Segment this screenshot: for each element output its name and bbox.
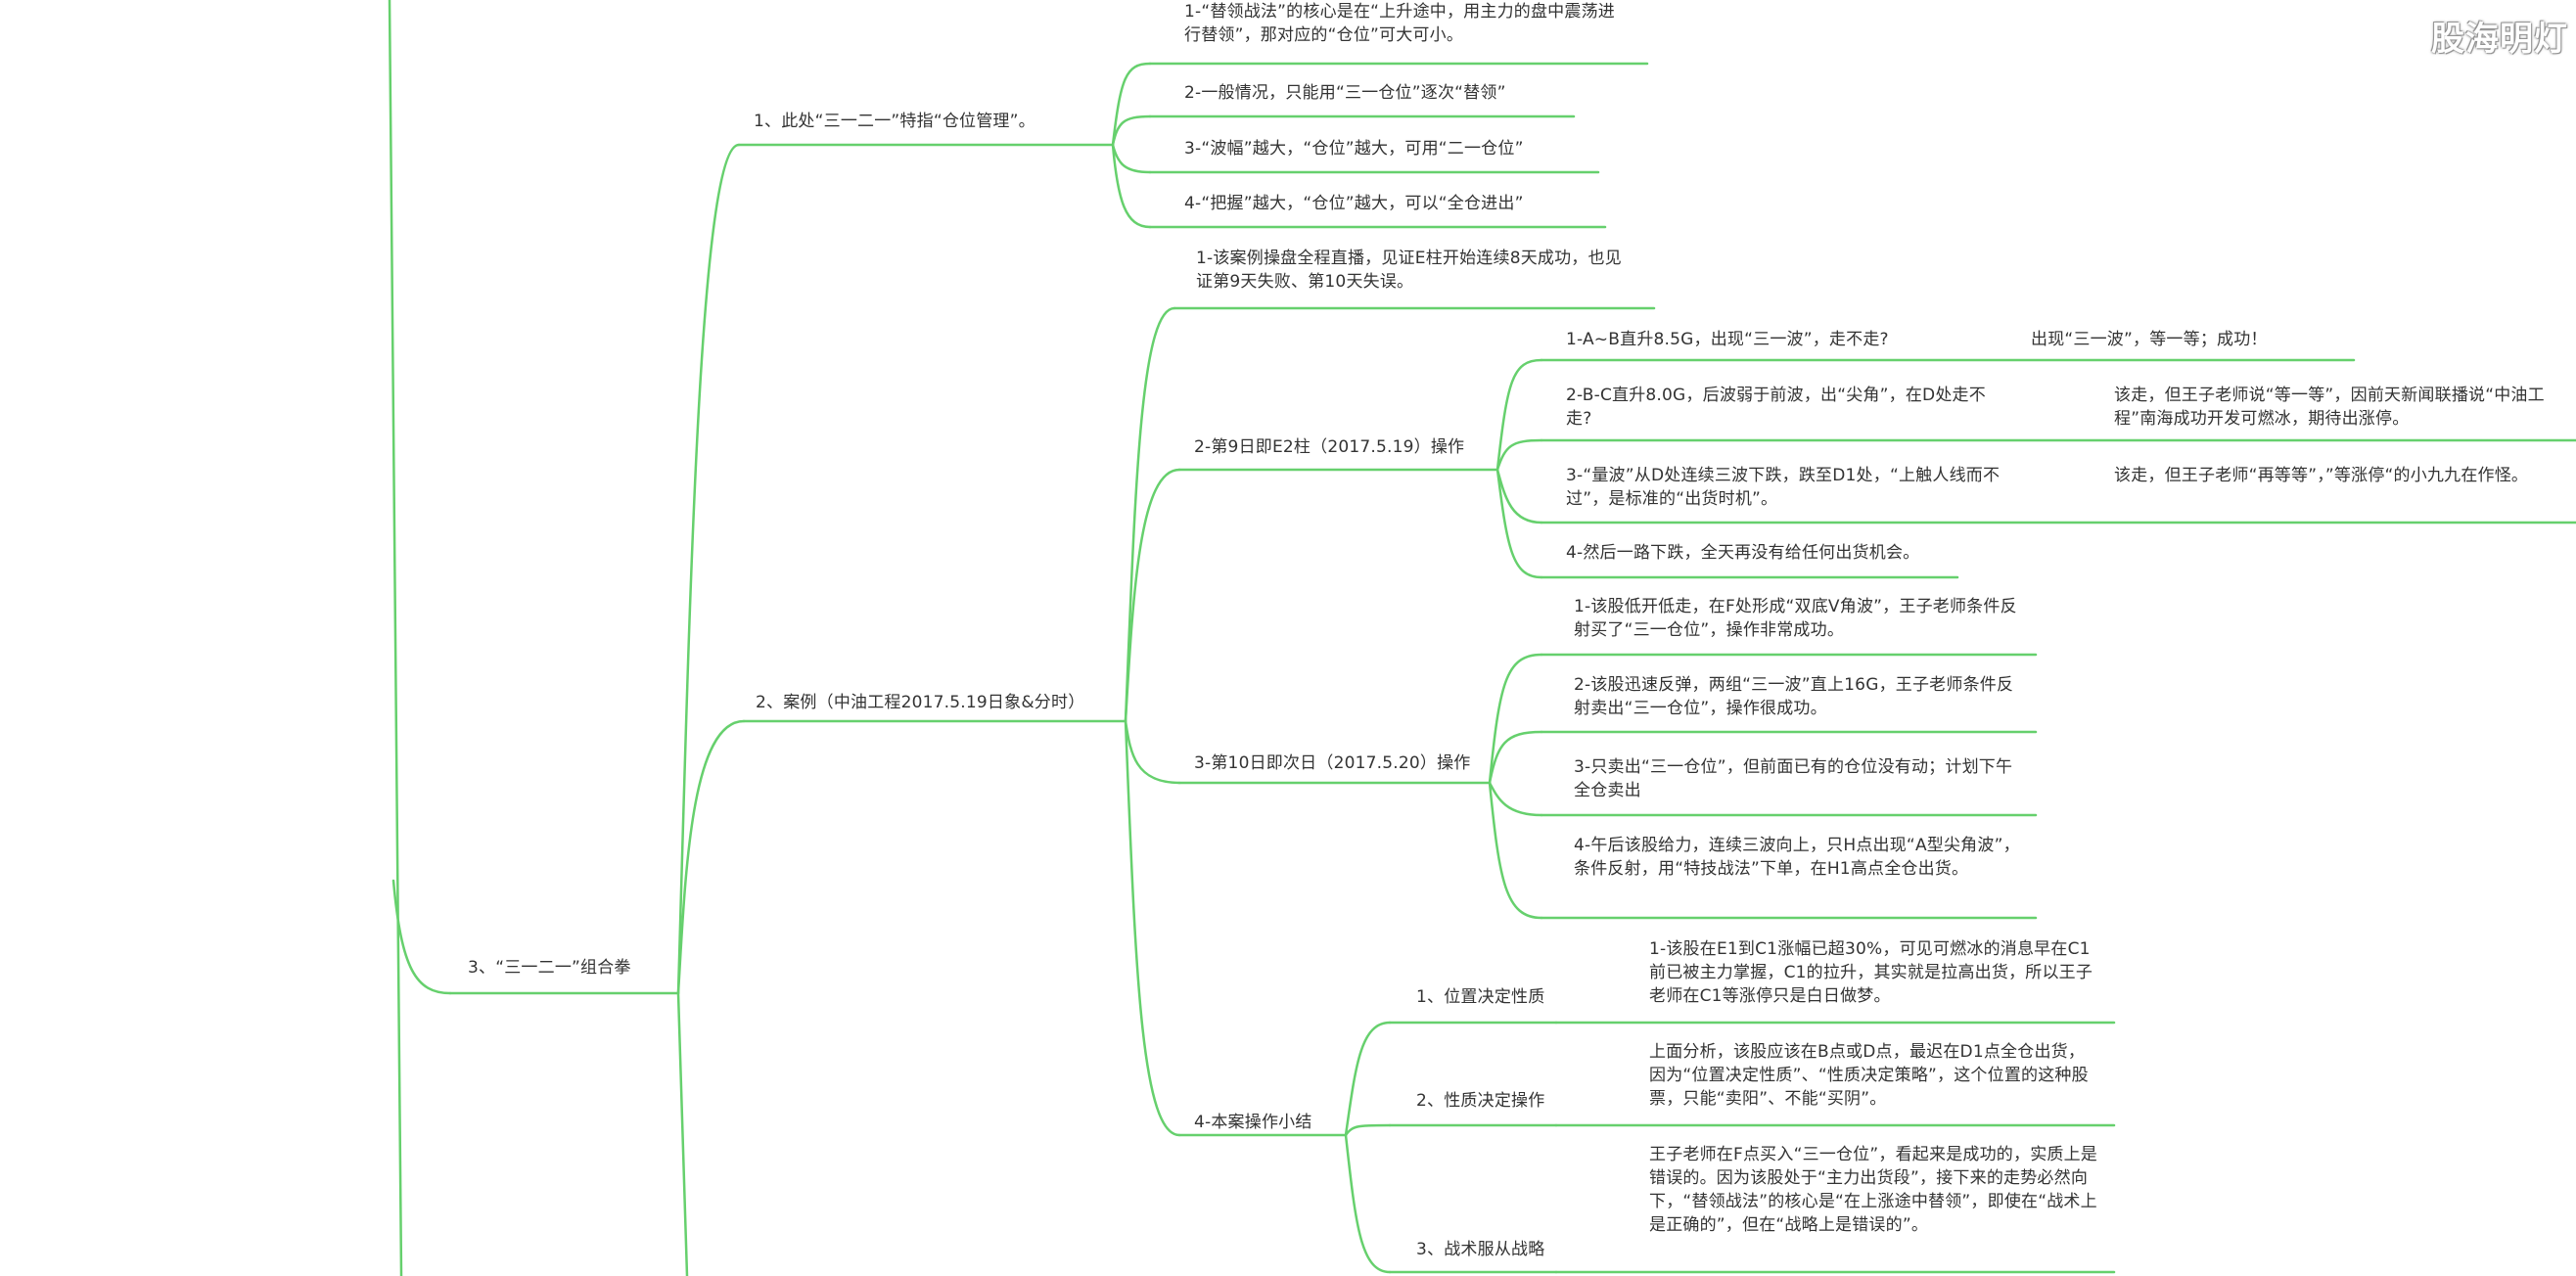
note-9-3: 该走，但王子老师“再等等”，”等涨停“的小九九在作怪。 — [2114, 466, 2529, 485]
connector-root-down — [676, 991, 689, 1276]
trunk-line — [388, 0, 403, 1276]
connector-root-2 — [676, 719, 746, 995]
node-1-2[interactable]: 2-一般情况，只能用“三一仓位”逐次“替领” — [1184, 83, 1506, 103]
note-9-2: 该走，但王子老师说“等一等”，因前天新闻联播说“中油工程”南海成功开发可燃冰，期… — [2114, 386, 2545, 429]
node-9-1[interactable]: 1-A~B直升8.5G，出现“三一波”，走不走? — [1566, 330, 1889, 349]
node-10-1[interactable]: 1-该股低开低走，在F处形成“双底V角波”，王子老师条件反射买了“三一仓位”，操… — [1574, 597, 2017, 640]
detail-sum-1: 1-该股在E1到C1涨幅已超30%，可见可燃冰的消息早在C1前已被主力掌握，C1… — [1649, 939, 2093, 1006]
root-node[interactable]: 3、“三一二一”组合拳 — [468, 958, 631, 978]
node-9-2[interactable]: 2-B-C直升8.0G，后波弱于前波，出“尖角”，在D处走不走? — [1566, 386, 1986, 429]
connector-root-1 — [676, 143, 741, 995]
node-2-1[interactable]: 1-该案例操盘全程直播，见证E柱开始连续8天成功，也见证第9天失败、第10天失误… — [1196, 249, 1622, 292]
detail-sum-2: 上面分析，该股应该在B点或D点，最迟在D1点全仓出货，因为“位置决定性质”、“性… — [1649, 1042, 2089, 1109]
node-9-4[interactable]: 4-然后一路下跌，全天再没有给任何出货机会。 — [1566, 543, 1920, 563]
node-10-2[interactable]: 2-该股迅速反弹，两组“三一波”直上16G，王子老师条件反射卖出“三一仓位”，操… — [1574, 675, 2014, 718]
node-1-3[interactable]: 3-“波幅”越大，“仓位”越大，可用“二一仓位” — [1184, 139, 1524, 159]
node-sum-3[interactable]: 3、战术服从战略 — [1416, 1240, 1545, 1259]
node-2-2[interactable]: 2-第9日即E2柱（2017.5.19）操作 — [1194, 437, 1465, 457]
node-10-4[interactable]: 4-午后该股给力，连续三波向上，只H点出现“A型尖角波”，条件反射，用“特技战法… — [1574, 836, 2020, 879]
node-2-3[interactable]: 3-第10日即次日（2017.5.20）操作 — [1194, 753, 1471, 773]
node-case-study[interactable]: 2、案例（中油工程2017.5.19日象&分时） — [756, 693, 1085, 712]
node-2-4[interactable]: 4-本案操作小结 — [1194, 1113, 1312, 1132]
node-sum-1[interactable]: 1、位置决定性质 — [1416, 987, 1545, 1007]
detail-sum-3: 王子老师在F点买入“三一仓位”，看起来是成功的，实质上是错误的。因为该股处于“主… — [1649, 1145, 2097, 1235]
watermark: 股海明灯 — [2431, 20, 2568, 59]
note-9-1: 出现“三一波”，等一等；成功！ — [2031, 330, 2268, 349]
node-9-3[interactable]: 3-“量波”从D处连续三波下跌，跌至D1处，“上触人线而不过”，是标准的“出货时… — [1566, 466, 2001, 509]
node-1-1[interactable]: 1-“替领战法”的核心是在“上升途中，用主力的盘中震荡进行替领”，那对应的“仓位… — [1184, 2, 1615, 45]
node-1-4[interactable]: 4-“把握”越大，“仓位”越大，可以“全仓进出” — [1184, 194, 1524, 213]
connector-trunk-root — [391, 879, 452, 995]
node-sum-2[interactable]: 2、性质决定操作 — [1416, 1091, 1545, 1111]
node-10-3[interactable]: 3-只卖出“三一仓位”，但前面已有的仓位没有动；计划下午全仓卖出 — [1574, 757, 2013, 800]
node-position-management[interactable]: 1、此处“三一二一”特指“仓位管理”。 — [754, 112, 1035, 131]
